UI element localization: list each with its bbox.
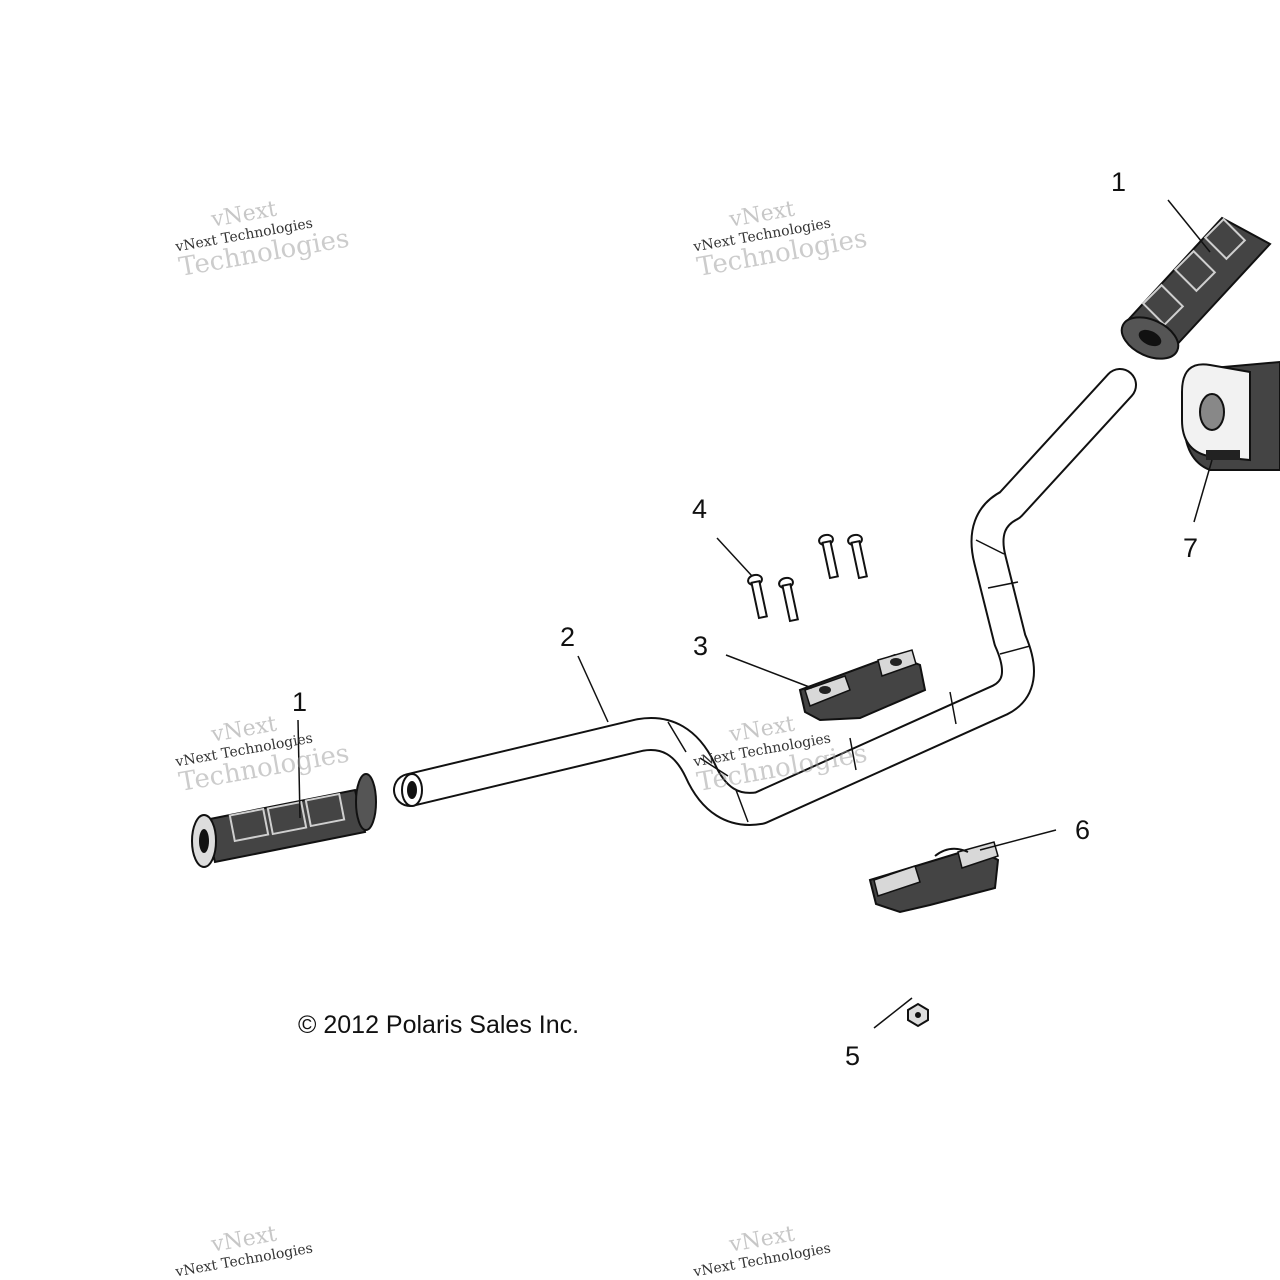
leader-3 (725, 654, 813, 689)
leader-lines (297, 199, 1213, 1029)
leader-6 (979, 829, 1057, 851)
callout-3: 3 (693, 631, 709, 661)
block-7 (1181, 360, 1280, 471)
grip-left (191, 773, 377, 868)
callout-5: 5 (845, 1041, 861, 1071)
callout-6: 6 (1075, 815, 1091, 845)
nut (907, 1002, 929, 1028)
leader-1-left (297, 719, 301, 819)
bolts (747, 533, 868, 623)
lower-clamp (868, 841, 1000, 914)
callout-1-right: 1 (1111, 167, 1127, 197)
callout-1-left: 1 (292, 687, 308, 717)
callout-7: 7 (1183, 533, 1199, 563)
leader-1-right (1167, 199, 1211, 253)
copyright: © 2012 Polaris Sales Inc. (298, 1011, 580, 1039)
leader-2 (577, 655, 609, 723)
grip-right (1120, 216, 1272, 360)
leader-5 (873, 997, 913, 1029)
callout-4: 4 (692, 494, 708, 524)
handlebar (393, 368, 1137, 826)
leader-7 (1193, 459, 1213, 523)
callout-2: 2 (560, 622, 576, 652)
leader-4 (716, 537, 753, 577)
upper-clamp (798, 649, 927, 722)
